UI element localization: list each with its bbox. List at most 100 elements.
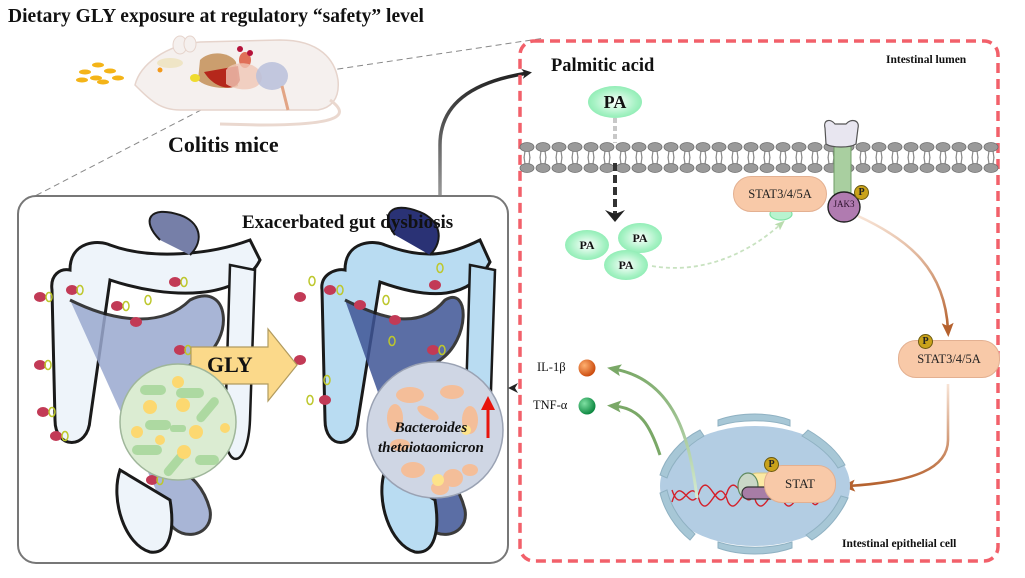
- lipid-tail: [667, 156, 675, 165]
- lipid-tail: [523, 150, 531, 159]
- bacteroides-genus: Bacteroides: [394, 420, 468, 436]
- lipid-head: [759, 163, 775, 173]
- extracellular-pa: PA: [588, 86, 642, 118]
- lipid-tail: [971, 156, 979, 165]
- lipid-tail: [907, 150, 915, 159]
- lipid-head: [551, 142, 567, 152]
- glyphosate-pellets-icon: [76, 62, 124, 85]
- lipid-head: [887, 163, 903, 173]
- lipid-tail: [619, 156, 627, 165]
- pa-activation-arrow: [651, 220, 785, 269]
- healthy-microbiota-circle: [119, 363, 237, 481]
- il1b-label: IL-1β: [537, 360, 566, 374]
- il1b-expression-arrow: [607, 364, 699, 499]
- lipid-tail: [827, 156, 835, 165]
- lipid-tail: [555, 150, 563, 159]
- lipid-tail: [699, 150, 707, 159]
- lipid-head: [807, 163, 823, 173]
- lipid-head: [807, 142, 823, 152]
- bacteroides-species: thetaiotaomicron: [378, 440, 484, 456]
- intestinal-lumen-label: Intestinal lumen: [886, 54, 967, 66]
- lipid-head: [599, 142, 615, 152]
- lipid-head: [583, 142, 599, 152]
- lipid-head: [679, 142, 695, 152]
- lipid-tail: [891, 156, 899, 165]
- lipid-head: [615, 163, 631, 173]
- lipid-head: [759, 142, 775, 152]
- lipid-tail: [747, 150, 755, 159]
- lipid-head: [663, 142, 679, 152]
- cell-membrane-bilayer: [519, 142, 999, 173]
- lipid-tail: [939, 150, 947, 159]
- lipid-tail: [587, 150, 595, 159]
- lipid-tail: [731, 150, 739, 159]
- intracellular-pa: PA: [618, 223, 662, 253]
- lipid-head: [695, 142, 711, 152]
- lipid-tail: [779, 156, 787, 165]
- lipid-tail: [955, 156, 963, 165]
- lipid-tail: [523, 156, 531, 165]
- bacteroides-label: Bacteroides thetaiotaomicron: [378, 418, 484, 458]
- lipid-head: [887, 142, 903, 152]
- lipid-head: [791, 142, 807, 152]
- lipid-tail: [651, 156, 659, 165]
- lipid-tail: [891, 150, 899, 159]
- lipid-tail: [795, 156, 803, 165]
- lipid-head: [679, 163, 695, 173]
- lipid-tail: [763, 150, 771, 159]
- lipid-tail: [587, 156, 595, 165]
- lipid-head: [743, 142, 759, 152]
- gut-panel-border: [17, 195, 509, 564]
- flow-arrow-to-palmitic-acid: [438, 68, 532, 196]
- lipid-tail: [683, 150, 691, 159]
- intracellular-pa: PA: [604, 250, 648, 280]
- lipid-head: [647, 163, 663, 173]
- lipid-head: [983, 163, 999, 173]
- tnfa-expression-arrow: [607, 400, 662, 456]
- lipid-head: [919, 163, 935, 173]
- lipid-tail: [827, 150, 835, 159]
- lipid-head: [743, 163, 759, 173]
- lipid-tail: [539, 156, 547, 165]
- bacteroides-microbiota-circle: [366, 361, 504, 499]
- lipid-head: [567, 163, 583, 173]
- lipid-tail: [939, 156, 947, 165]
- figure-title: Dietary GLY exposure at regulatory “safe…: [8, 6, 424, 27]
- lipid-head: [775, 163, 791, 173]
- lipid-head: [535, 142, 551, 152]
- lipid-tail: [715, 156, 723, 165]
- lipid-tail: [811, 150, 819, 159]
- gly-arrow-label: GLY: [207, 352, 253, 377]
- stat-nuclear: STAT: [764, 465, 836, 503]
- lipid-tail: [859, 150, 867, 159]
- lipid-head: [567, 142, 583, 152]
- stat-phosphorylated: STAT3/4/5A: [898, 340, 1000, 378]
- lipid-head: [631, 142, 647, 152]
- lipid-tail: [635, 156, 643, 165]
- lipid-tail: [555, 156, 563, 165]
- lipid-head: [791, 163, 807, 173]
- lipid-head: [599, 163, 615, 173]
- jak3-label: JAK3: [833, 199, 855, 209]
- tnfa-label: TNF-α: [533, 398, 568, 412]
- lipid-head: [551, 163, 567, 173]
- stat-inactive: STAT3/4/5A: [733, 176, 827, 212]
- stat-nuclear-translocation-arrow: [841, 384, 950, 492]
- lipid-head: [519, 142, 535, 152]
- lipid-head: [903, 142, 919, 152]
- phospho-badge-nuclear-stat: P: [764, 457, 779, 472]
- lipid-tail: [971, 150, 979, 159]
- lipid-tail: [635, 150, 643, 159]
- lipid-tail: [795, 150, 803, 159]
- lipid-tail: [923, 156, 931, 165]
- lipid-tail: [875, 150, 883, 159]
- lipid-head: [647, 142, 663, 152]
- lipid-tail: [539, 150, 547, 159]
- lipid-head: [663, 163, 679, 173]
- lipid-head: [711, 163, 727, 173]
- zoom-connector-line: [34, 95, 229, 197]
- lipid-head: [631, 163, 647, 173]
- lipid-head: [727, 142, 743, 152]
- lipid-tail: [923, 150, 931, 159]
- lipid-tail: [571, 150, 579, 159]
